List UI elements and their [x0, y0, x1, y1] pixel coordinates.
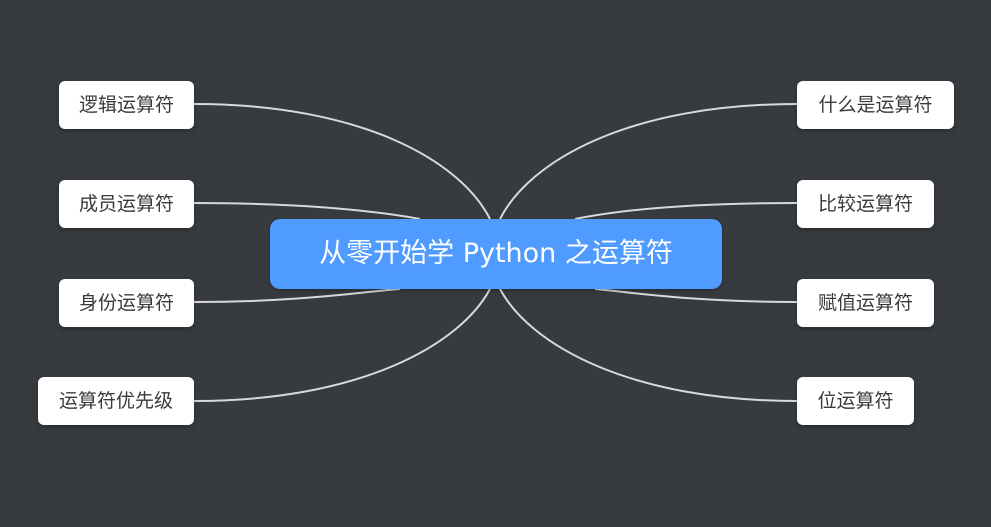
connector-identity-operators [193, 288, 401, 303]
topic-operator-precedence[interactable]: 运算符优先级 [38, 377, 194, 425]
topic-label: 比较运算符 [817, 193, 913, 215]
topic-label: 运算符优先级 [58, 390, 173, 412]
connector-assignment-operators [594, 288, 798, 303]
connector-membership-operators [193, 202, 421, 220]
connector-what-is-operator [499, 103, 798, 220]
topic-assignment-operators[interactable]: 赋值运算符 [797, 279, 934, 327]
topic-what-is-operator[interactable]: 什么是运算符 [797, 81, 954, 129]
topic-label: 位运算符 [817, 390, 894, 412]
connector-comparison-operators [574, 202, 798, 220]
topic-membership-operators[interactable]: 成员运算符 [59, 180, 194, 228]
topic-label: 什么是运算符 [818, 94, 933, 116]
topic-bitwise-operators[interactable]: 位运算符 [797, 377, 914, 425]
topic-label: 成员运算符 [78, 193, 174, 215]
topic-comparison-operators[interactable]: 比较运算符 [797, 180, 934, 228]
topic-logic-operators[interactable]: 逻辑运算符 [59, 81, 194, 129]
root-topic-label: 从零开始学 Python 之运算符 [319, 238, 673, 269]
connector-logic-operators [193, 103, 491, 220]
topic-identity-operators[interactable]: 身份运算符 [59, 279, 194, 327]
topic-label: 身份运算符 [78, 292, 174, 314]
connector-operator-precedence [193, 288, 491, 402]
topic-label: 逻辑运算符 [78, 94, 174, 116]
root-topic[interactable]: 从零开始学 Python 之运算符 [270, 219, 722, 289]
connector-bitwise-operators [499, 288, 798, 402]
topic-label: 赋值运算符 [817, 292, 913, 314]
